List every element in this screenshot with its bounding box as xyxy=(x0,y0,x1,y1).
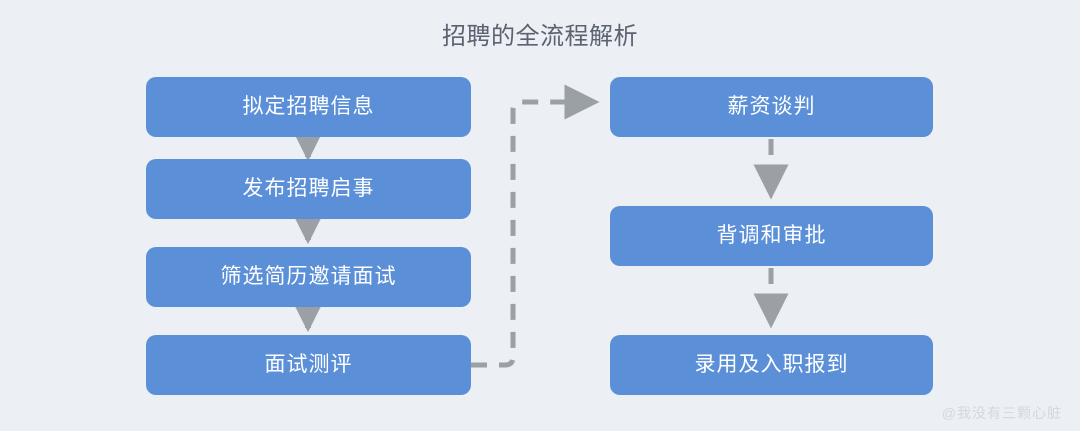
page-title: 招聘的全流程解析 xyxy=(442,23,638,50)
node-background-check-approval[interactable]: 背调和审批 xyxy=(610,206,933,266)
node-salary-negotiation[interactable]: 薪资谈判 xyxy=(610,77,933,137)
node-interview-assessment[interactable]: 面试测评 xyxy=(146,335,471,395)
node-screen-resumes-invite-interview[interactable]: 筛选简历邀请面试 xyxy=(146,247,471,307)
node-draft-job-info[interactable]: 拟定招聘信息 xyxy=(146,77,471,137)
edge-n4-n5 xyxy=(471,84,600,368)
node-publish-job-ad[interactable]: 发布招聘启事 xyxy=(146,159,471,219)
watermark: @我没有三颗心脏 xyxy=(941,405,1062,421)
node-hire-and-onboarding[interactable]: 录用及入职报到 xyxy=(610,335,933,395)
